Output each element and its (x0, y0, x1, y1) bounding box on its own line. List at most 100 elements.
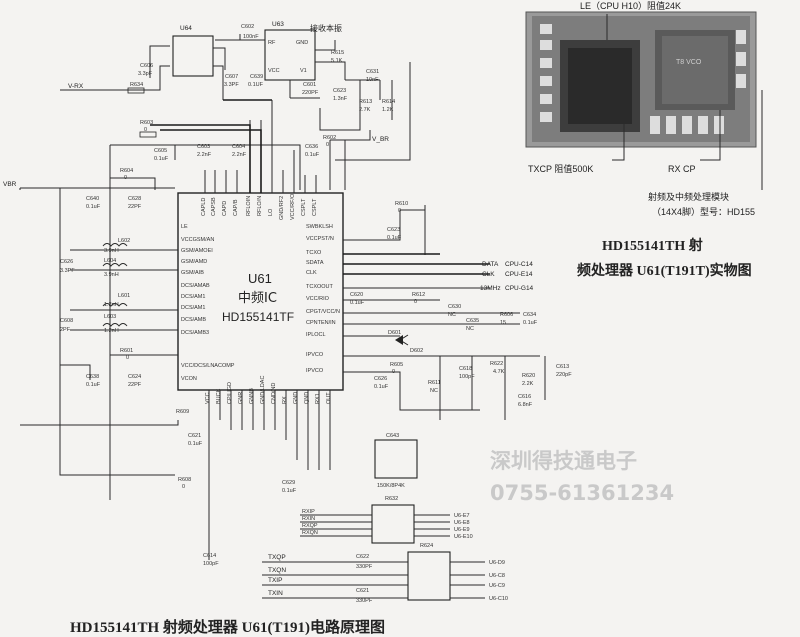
svg-text:VCC/RF/O: VCC/RF/O (290, 193, 296, 220)
c616-val: 6.8nF (518, 402, 533, 408)
c623b-val: 0.1uF (387, 235, 402, 241)
c629-ref: C629 (282, 480, 295, 486)
r612-val: 0 (414, 299, 417, 305)
c602-ref: C602 (241, 24, 254, 30)
c616-ref: C616 (518, 394, 531, 400)
svg-text:VCC/RIO: VCC/RIO (306, 296, 330, 302)
r609-ref: R609 (176, 409, 189, 415)
r611-val: NC (430, 388, 438, 394)
ic-left-pins: LE VCCGSM/AN GSM/AMOEI GSM/AMD GSM/AIB D… (181, 224, 235, 382)
c631-val: 10nF (366, 77, 379, 83)
r606-ref: R606 (500, 312, 513, 318)
diagram-caption: HD155141TH 射频处理器 U61(T191)电路原理图 (70, 618, 385, 636)
ic-bottom-pins: VCC BUCK CP/LIGD GNR GNNB GND/LDAC CND/N… (205, 376, 332, 404)
net-u6-c10: U6-C10 (489, 596, 508, 602)
c640-val: 0.1uF (86, 204, 101, 210)
r612-ref: R612 (412, 292, 425, 298)
r606-val: 15 (500, 320, 506, 326)
c639-ref: C639 (250, 74, 263, 80)
c623-val: 1.3nF (333, 96, 348, 102)
resnet-r632 (371, 504, 415, 544)
net-cpu-c14: CPU-C14 (505, 261, 533, 268)
net-rxqp: RXQP (302, 523, 318, 529)
svg-text:VCC: VCC (205, 392, 211, 404)
net-u6-e7: U6-E7 (454, 513, 470, 519)
ic-part: HD155141TF (222, 310, 294, 324)
r614-ref: R614 (382, 99, 395, 105)
c606-val: 3.3pF (138, 71, 153, 77)
photo-callouts (606, 14, 763, 190)
c622-val: 330PF (356, 564, 373, 570)
r610-val: 0 (398, 208, 401, 214)
svg-text:RFLOIN: RFLOIN (246, 196, 252, 216)
photo-caption-line2: 频处理器 U61(T191T)实物图 (577, 262, 752, 279)
net-cpu-e14: CPU-E14 (505, 271, 533, 278)
watermark-company: 深圳得技通电子 (490, 449, 637, 473)
net-u6-d9: U6-D9 (489, 560, 505, 566)
c624-val: 22PF (128, 382, 142, 388)
net-u6-e9: U6-E9 (454, 527, 470, 533)
r615-ref: R615 (331, 50, 344, 56)
svg-text:TCXO: TCXO (306, 250, 322, 256)
c626-val: 3.3PF (60, 268, 75, 274)
net-rxin: RXIN (302, 516, 315, 522)
u63-pin-rf: RF (268, 40, 276, 46)
l602-ref: L602 (118, 238, 130, 244)
d601-ref: D601 (388, 330, 401, 336)
net-vrx: V-RX (68, 83, 84, 90)
c608-ref: C608 (60, 318, 73, 324)
c605-ref: C605 (154, 148, 167, 154)
ic-u61 (177, 192, 344, 391)
net-u6-e8: U6-E8 (454, 520, 470, 526)
u63-pin-vcc: VCC (268, 68, 280, 74)
c613-ref: C613 (556, 364, 569, 370)
c643-val: 150K/8P4K (377, 483, 405, 489)
c635-ref: C635 (466, 318, 479, 324)
net-txip: TXIP (268, 577, 282, 584)
c607-val: 3.3PF (224, 82, 239, 88)
c614-val: 100pF (203, 561, 219, 567)
svg-text:IPLOCL: IPLOCL (306, 332, 326, 338)
c620-ref: C620 (350, 292, 363, 298)
net-txqn: TXQN (268, 567, 286, 574)
watermark-phone: 0755-61361234 (490, 481, 674, 505)
c605-val: 0.1uF (154, 156, 169, 162)
svg-text:VCCGSM/AN: VCCGSM/AN (181, 237, 214, 243)
c623-ref: C623 (333, 88, 346, 94)
r601-ref: R601 (120, 348, 133, 354)
svg-text:GNNB: GNNB (249, 388, 255, 404)
c630-val: NC (448, 312, 456, 318)
c635-val: NC (466, 326, 474, 332)
c626-ref: C626 (60, 259, 73, 265)
svg-text:CSPLT: CSPLT (312, 198, 318, 216)
net-vbr: VBR (3, 181, 17, 188)
c629-val: 0.1uF (282, 488, 297, 494)
svg-text:RX1: RX1 (315, 393, 321, 404)
photo-top-label: LE（CPU H10）阻值24K (580, 0, 681, 11)
r608-val: 0 (182, 484, 185, 490)
l604-val: 3.9nH (104, 272, 119, 278)
buffer-u64 (172, 35, 214, 77)
svg-text:TCXOOUT: TCXOOUT (306, 284, 334, 290)
chip-photo: T8 VCO (525, 11, 757, 148)
r614-val: 1.2K (382, 107, 394, 113)
svg-text:GSM/AIB: GSM/AIB (181, 270, 204, 276)
c624-ref: C624 (128, 374, 141, 380)
c607-ref: C607 (225, 74, 238, 80)
net-v-br: V_BR (372, 136, 389, 143)
svg-text:DCS/AM1: DCS/AM1 (181, 305, 205, 311)
c602-val: 100nF (243, 34, 259, 40)
svg-text:GSM/AMD: GSM/AMD (181, 259, 207, 265)
d602-ref: D602 (410, 348, 423, 354)
c622-ref: C622 (356, 554, 369, 560)
photo-caption-line1: HD155141TH 射 (602, 237, 703, 254)
svg-text:QND: QND (304, 392, 310, 404)
c606-ref: C606 (140, 63, 153, 69)
c636-val: 0.1uF (305, 152, 320, 158)
ic-right-pins: SWBKLSH VCCPST/N TCXO SDATA CLK TCXOOUT … (306, 224, 340, 374)
svg-text:SWBKLSH: SWBKLSH (306, 224, 333, 230)
net-rxqn: RXQN (302, 530, 318, 536)
c634-ref: C634 (523, 312, 536, 318)
svg-text:BUCK: BUCK (216, 388, 222, 404)
